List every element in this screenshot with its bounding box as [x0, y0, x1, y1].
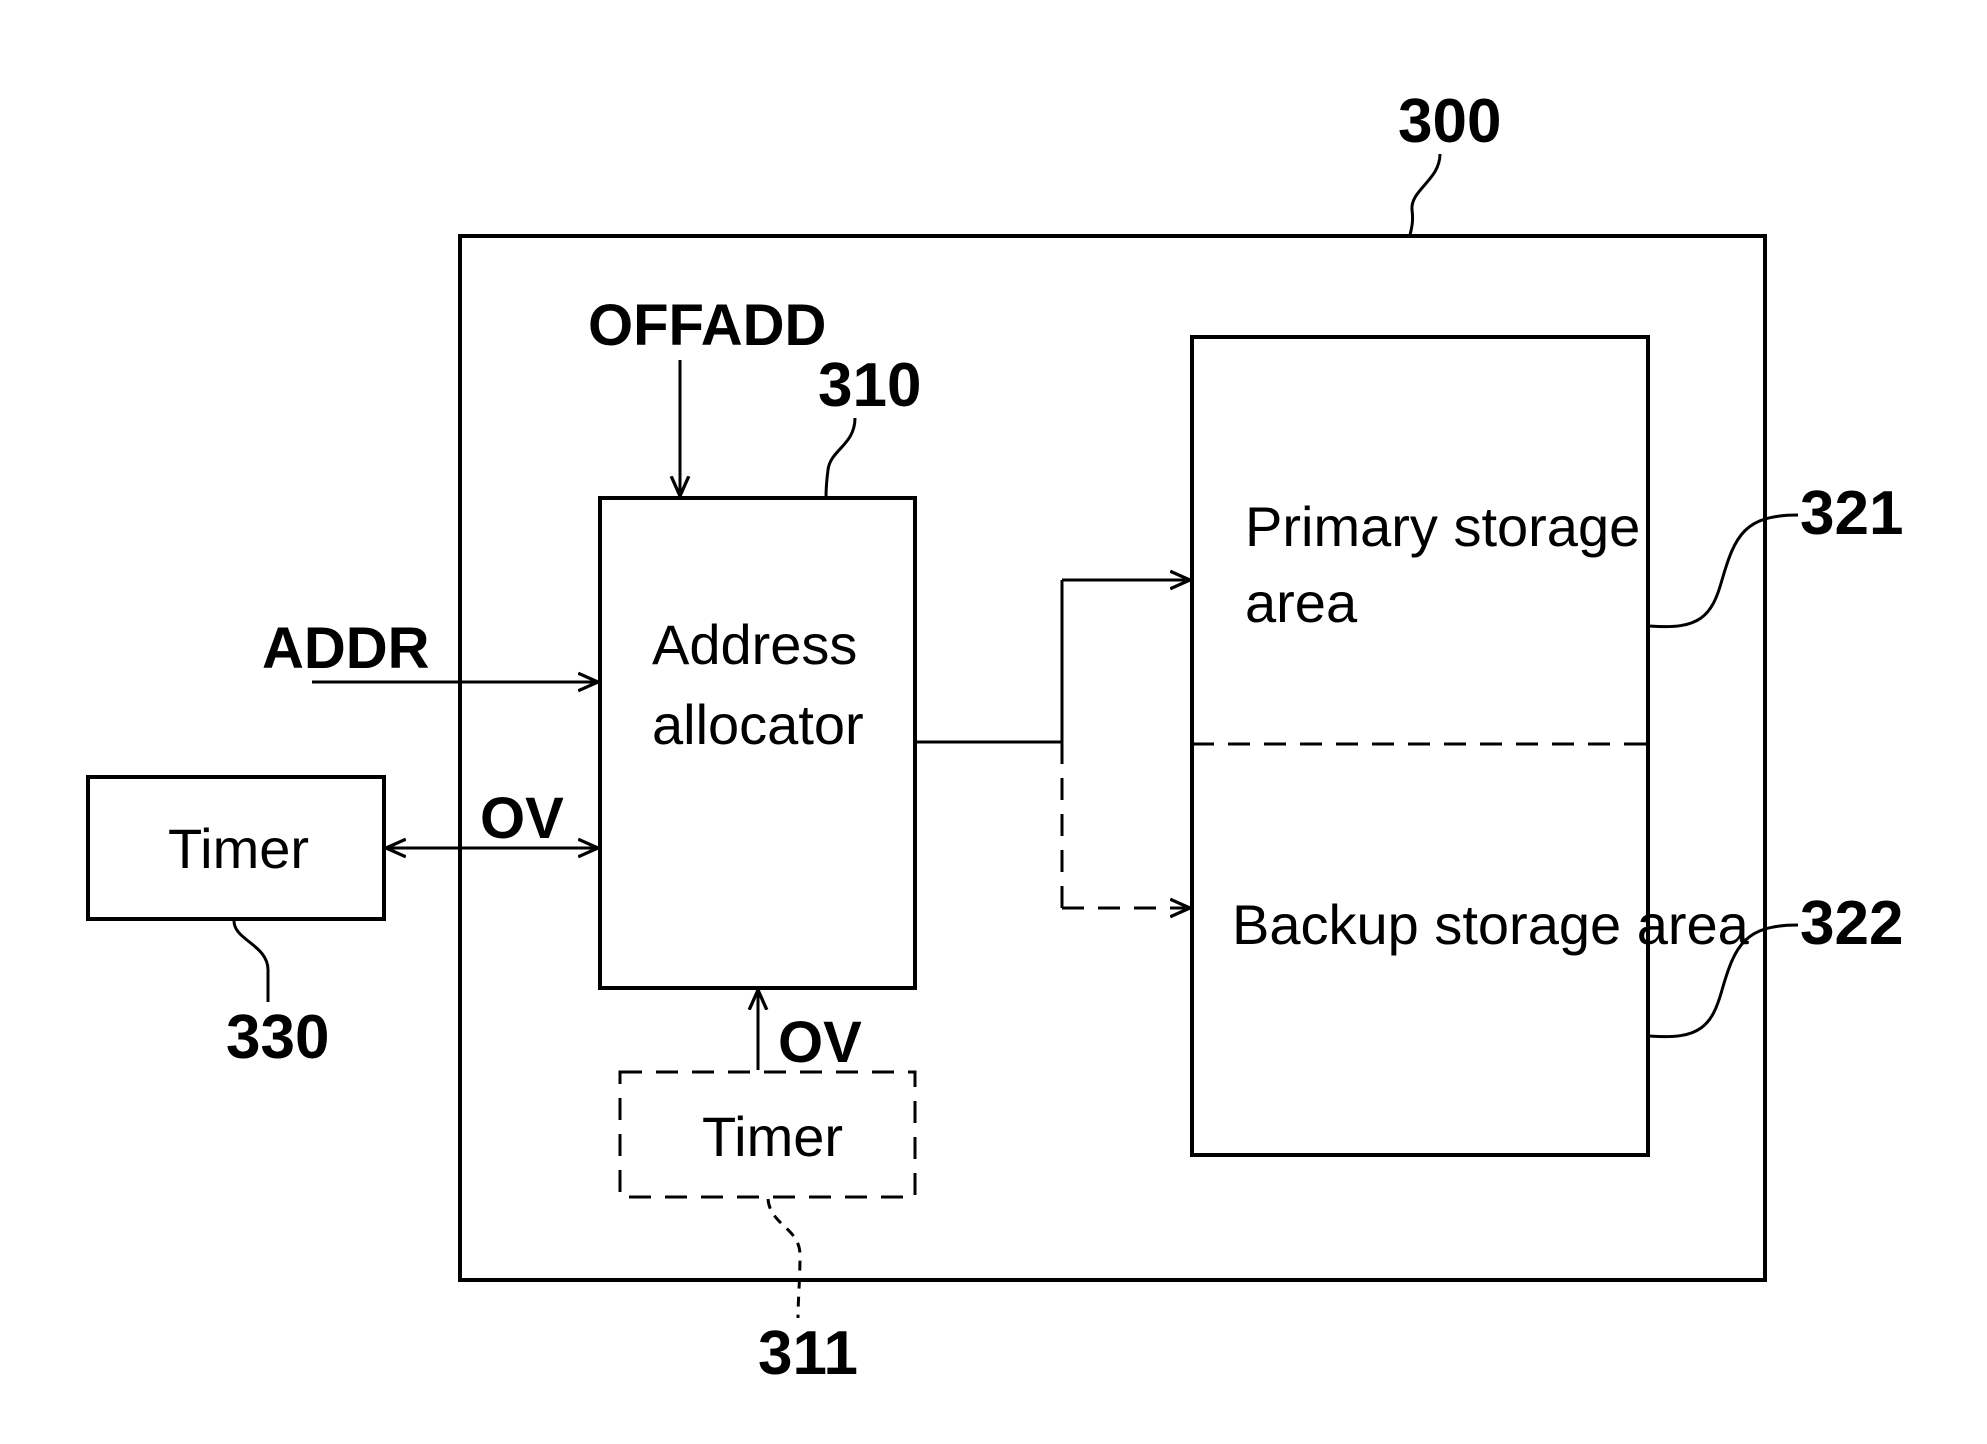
leader-300	[1410, 154, 1440, 236]
backup-storage-label: Backup storage area	[1232, 893, 1750, 956]
leader-321	[1650, 515, 1798, 627]
leader-310	[826, 418, 855, 498]
ref-321: 321	[1800, 479, 1903, 548]
leader-330	[234, 921, 268, 1002]
ov-left-label: OV	[480, 786, 564, 851]
timer-330-label: Timer	[168, 817, 309, 880]
address-allocator-label-2: allocator	[652, 693, 864, 756]
ref-322: 322	[1800, 889, 1903, 958]
ref-310: 310	[818, 351, 921, 420]
primary-storage-label-2: area	[1245, 571, 1358, 634]
device-300-box	[460, 236, 1765, 1280]
ov-bottom-label: OV	[778, 1010, 862, 1075]
address-allocator-label-1: Address	[652, 613, 857, 676]
ref-311: 311	[758, 1319, 858, 1388]
offadd-label: OFFADD	[588, 293, 826, 358]
storage-box	[1192, 337, 1648, 1155]
timer-311-label: Timer	[702, 1105, 843, 1168]
addr-label: ADDR	[262, 616, 430, 681]
primary-storage-label-1: Primary storage	[1245, 495, 1640, 558]
leader-311	[768, 1199, 800, 1318]
ref-300: 300	[1398, 87, 1501, 156]
ref-330: 330	[226, 1003, 329, 1072]
